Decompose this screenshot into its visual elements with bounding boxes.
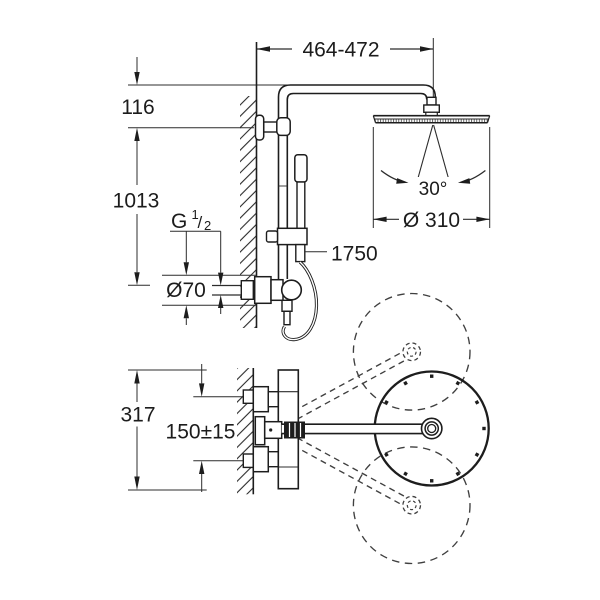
dim-head-to-arm-label: 116 <box>121 96 154 119</box>
nozzle-ticks <box>384 374 486 483</box>
swivel-positions <box>283 292 471 565</box>
dim-head-to-arm: 116 <box>121 57 155 119</box>
dim-riser-height: 1013 <box>113 127 160 286</box>
hand-shower <box>265 153 308 263</box>
shower-hose <box>281 260 319 342</box>
dim-supply-spacing: 150±15 <box>166 364 249 492</box>
thread-g: G <box>171 210 187 233</box>
dim-valve-height: 317 <box>120 369 207 491</box>
dim-hose-length-label: 1750 <box>331 243 378 266</box>
dim-riser-height-label: 1013 <box>113 190 160 213</box>
hose-nipple <box>295 243 306 263</box>
dim-spray-angle: 30° <box>380 124 486 200</box>
valve-outlet <box>281 299 293 312</box>
dim-head-diameter-label: Ø 310 <box>403 209 460 232</box>
valve-knob <box>280 279 303 301</box>
valve-side-view <box>253 275 303 326</box>
side-view: 464-472 116 1013 <box>113 37 491 342</box>
dim-arm-reach: 464-472 <box>256 37 434 99</box>
slider-knob <box>265 230 279 243</box>
dim-supply-spacing-label: 150±15 <box>166 421 236 444</box>
dim-valve-height-label: 317 <box>120 404 155 427</box>
dim-hose-length: 1750 <box>305 243 378 266</box>
dim-head-diameter: Ø 310 <box>372 127 491 232</box>
wall-bracket <box>254 114 291 141</box>
dim-arm-reach-label: 464-472 <box>302 39 379 62</box>
thread-sup: 1 <box>192 207 199 222</box>
rail-slider <box>276 227 308 246</box>
wall-hatching <box>240 96 257 328</box>
wall-hatching-top-view <box>237 368 254 495</box>
shower-arm-and-riser <box>277 84 437 279</box>
head-shower-side <box>372 114 491 124</box>
top-view: 317 150±15 <box>120 292 490 565</box>
dim-spray-angle-label: 30° <box>419 179 448 200</box>
dim-escutcheon-label: Ø70 <box>166 279 206 302</box>
thread-sub: 2 <box>204 218 211 233</box>
label-thread-size: G 1 / 2 <box>171 207 211 233</box>
head-ball-joint <box>423 96 440 117</box>
thread-slash: / <box>198 213 203 232</box>
dim-escutcheon-diameter: Ø70 <box>159 230 257 325</box>
shower-arm-top <box>281 417 443 440</box>
supply-fitting <box>240 280 255 301</box>
